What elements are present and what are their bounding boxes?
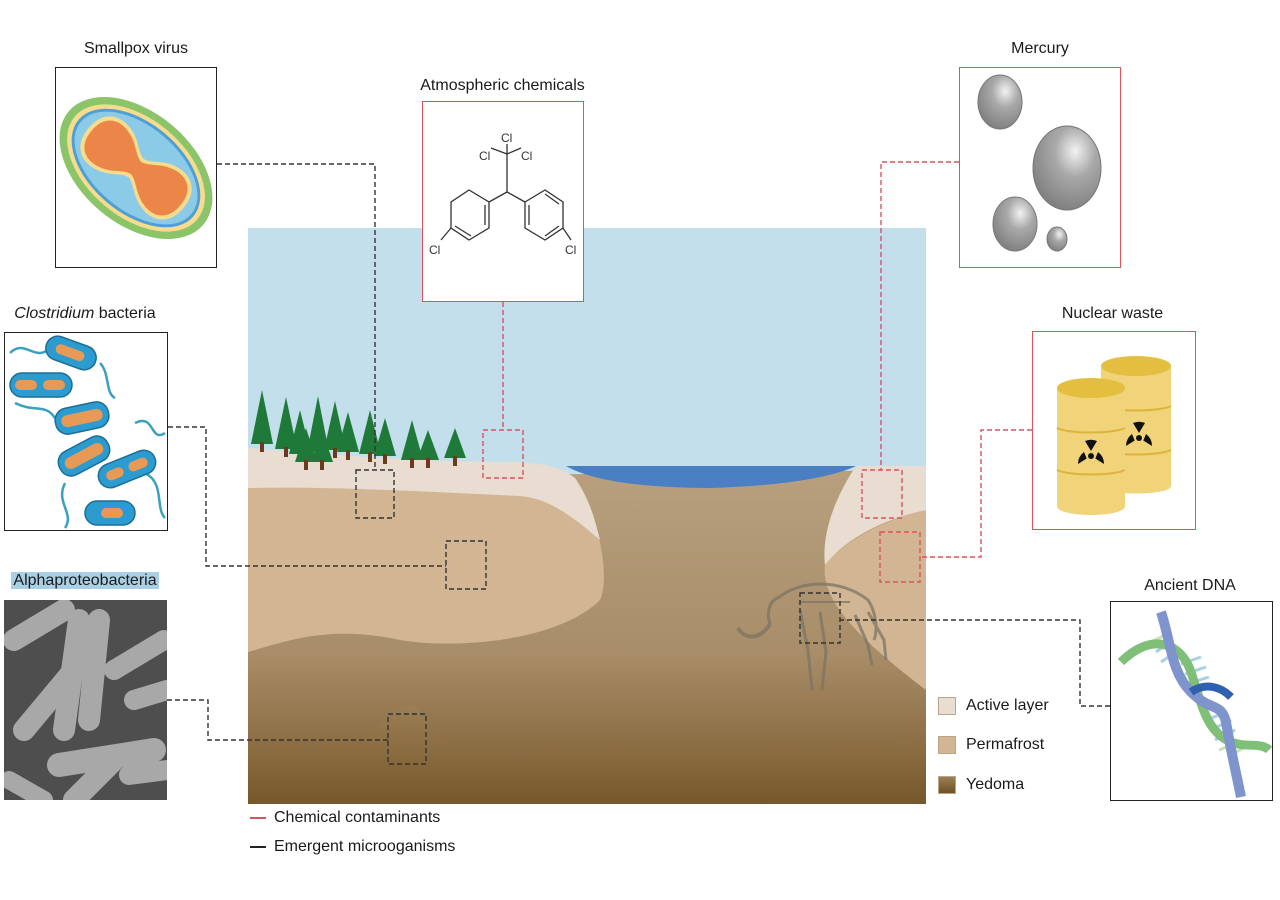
- dna-helix-icon: [1117, 610, 1272, 798]
- active-layer-swatch: [938, 697, 956, 715]
- tree-icon: [251, 390, 273, 452]
- tree-line: [251, 390, 466, 470]
- mercury-droplets-icon: [977, 74, 1102, 252]
- smallpox-label: Smallpox virus: [83, 40, 189, 57]
- alpha-connector: [167, 699, 388, 741]
- ancient-dna-label: Ancient DNA: [1144, 577, 1236, 594]
- alpha-target-box: [387, 713, 427, 765]
- dna-connector: [840, 619, 1110, 707]
- dna-target-box: [799, 592, 841, 644]
- mercury-panel: [959, 67, 1121, 268]
- clostridium-bacteria-icon: [9, 335, 167, 529]
- mercury-target-box: [861, 469, 903, 519]
- legend-permafrost-label: Permafrost: [966, 736, 1045, 753]
- atmospheric-chemicals-label: Atmospheric chemicals: [420, 77, 585, 94]
- clostridium-target-box: [445, 540, 487, 590]
- cl-atom-ring-right: Cl: [565, 243, 576, 257]
- ancient-dna-panel: [1110, 601, 1273, 801]
- ddt-molecule-icon: Cl Cl Cl Cl Cl: [429, 131, 576, 257]
- clostridium-panel: [4, 332, 168, 531]
- cl-atom-left: Cl: [479, 149, 490, 163]
- smallpox-connector: [217, 163, 376, 470]
- nuclear-waste-label: Nuclear waste: [1061, 305, 1164, 322]
- active-layer-left: [248, 448, 600, 540]
- clostridium-label: Clostridium bacteria: [10, 305, 160, 323]
- legend-chemical-contaminants: Chemical contaminants: [250, 809, 440, 827]
- permafrost-swatch: [938, 736, 956, 754]
- clostridium-genus: Clostridium: [14, 305, 95, 322]
- nuclear-connector: [920, 429, 1032, 558]
- connector-lines: [167, 161, 1110, 765]
- smallpox-virus-icon: [59, 97, 213, 239]
- mercury-label: Mercury: [1011, 40, 1069, 57]
- active-layer-right: [824, 466, 926, 565]
- tree-icon: [295, 428, 317, 470]
- tree-icon: [275, 397, 297, 457]
- legend-permafrost: Permafrost: [938, 736, 1044, 754]
- nuclear-target-box: [879, 531, 921, 583]
- alphaproteobacteria-label: Alphaproteobacteria: [11, 572, 159, 589]
- smallpox-target-box: [355, 469, 395, 519]
- radiation-icon-front: [1078, 439, 1104, 464]
- lake: [566, 466, 856, 488]
- legend-active-layer-label: Active layer: [966, 697, 1049, 714]
- nuclear-waste-panel: [1032, 331, 1196, 530]
- radiation-icon-back: [1126, 421, 1152, 446]
- alphaproteobacteria-panel: [4, 600, 167, 800]
- tree-icon: [374, 418, 396, 464]
- atmospheric-chemicals-panel: Cl Cl Cl Cl Cl: [422, 101, 584, 302]
- legend-active-layer: Active layer: [938, 697, 1049, 715]
- mercury-connector: [880, 161, 959, 470]
- cl-atom-right: Cl: [521, 149, 532, 163]
- legend-micro-label: Emergent microoganisms: [274, 838, 456, 855]
- tree-icon: [337, 412, 359, 460]
- cl-atom-ring-left: Cl: [429, 243, 440, 257]
- yedoma-swatch: [938, 776, 956, 794]
- tree-icon: [417, 430, 439, 468]
- legend-chemical-label: Chemical contaminants: [274, 809, 441, 826]
- legend-yedoma-label: Yedoma: [966, 776, 1025, 793]
- clostridium-suffix: bacteria: [94, 305, 156, 322]
- barrel-front: [1056, 378, 1126, 515]
- tree-icon: [401, 420, 423, 468]
- clostridium-connector: [168, 426, 446, 567]
- atmospheric-target-box: [482, 429, 524, 479]
- micro-line-key: [250, 846, 266, 848]
- alphaproteobacteria-label-wrap: Alphaproteobacteria: [10, 572, 160, 590]
- yedoma-layer: [248, 705, 926, 804]
- nuclear-barrels-icon: [1056, 356, 1172, 515]
- tree-icon: [311, 430, 333, 470]
- chemical-line-key: [250, 817, 266, 819]
- tree-icon: [444, 428, 466, 466]
- legend-emergent-microorganisms: Emergent microoganisms: [250, 838, 455, 856]
- cl-atom-top: Cl: [501, 131, 512, 145]
- permafrost-right: [824, 510, 926, 690]
- sem-micrograph-image: [4, 600, 167, 800]
- smallpox-panel: [55, 67, 217, 268]
- tree-icon: [324, 401, 346, 458]
- mammoth-skeleton-icon: [736, 582, 888, 691]
- legend-yedoma: Yedoma: [938, 776, 1024, 794]
